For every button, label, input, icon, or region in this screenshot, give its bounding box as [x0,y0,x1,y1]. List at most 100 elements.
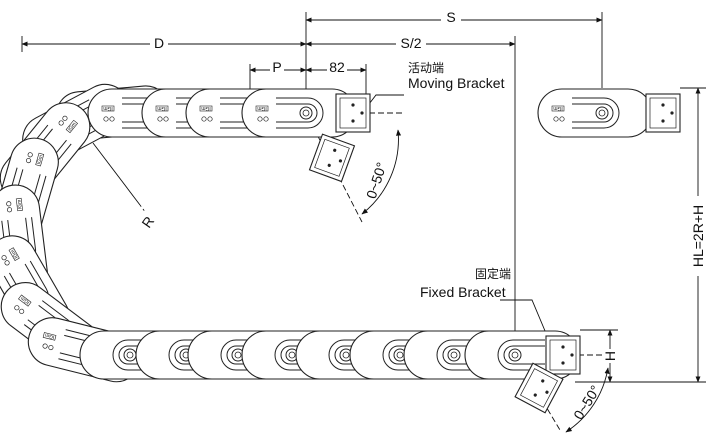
link-slot [174,345,216,365]
logo-mark: IGm [257,105,266,111]
rivet [6,207,13,213]
logo-mark: IGm [17,199,24,209]
rivet [6,201,12,207]
logo-mark: IGm [201,105,210,111]
pivot-hole [595,106,609,120]
link-slot-outer [436,339,484,371]
bracket-plate [335,93,371,133]
rivet [48,345,54,351]
rivet [4,260,10,266]
link-slot-outer [112,339,160,371]
pivot-pin [511,351,519,359]
pivot-pin [342,351,350,359]
link-slot [276,103,318,123]
dimension-lines [21,12,706,433]
bracket-hole [327,163,331,167]
chain-links: IGmIGmIGmIGmIGmIGmIGmIGmIGmIGmIGmIGmIGmI… [0,83,681,414]
rivet [553,116,559,122]
moving-bracket-tilted [308,133,356,183]
bracket-hole [661,103,665,107]
logo-mark-box [551,105,565,112]
dim-h-label: H [602,351,618,361]
pivot-hole [299,106,313,120]
rivet [1,255,7,261]
pivot-pin [234,351,242,359]
pivot-pin [126,351,134,359]
fixed-bracket-en: Fixed Bracket [420,284,506,300]
dim-s-half-label: S/2 [400,35,421,51]
logo-mark: IGm [44,332,55,340]
link-slot-outer [274,339,322,371]
logo-mark-box [15,197,23,212]
rivet [163,116,169,122]
link-slot-outer [572,97,620,129]
pivot-pin [288,351,296,359]
logo-mark-box [255,105,269,112]
logo-mark: IGm [103,105,112,111]
bracket-hole [561,361,565,365]
logo-mark-box [42,332,57,341]
dim-d-bg [150,34,168,50]
moving-bracket-cn: 活动端 [408,61,444,75]
logo-mark: IGm [36,154,44,165]
moving-bracket-en: Moving Bracket [408,75,505,91]
pivot-pin [302,109,310,117]
rivet [27,152,33,158]
dim-r-label: R [138,213,157,230]
link-slot-outer [168,339,216,371]
bracket-hole [333,148,337,152]
rivet [58,120,64,126]
rivet [257,116,263,122]
link-slot [388,345,430,365]
logo-mark-box [65,119,78,134]
link-slot [118,345,160,365]
angle-moving-label: 0~50° [363,160,390,200]
link-slot [572,103,614,123]
bracket-hole [351,119,355,123]
rivet [157,116,163,122]
end-bracket-top [645,93,681,133]
dim-hl-bg [690,196,706,276]
bracket-hole [661,119,665,123]
dim-s-bg [441,8,461,24]
link-slot-outer [328,339,376,371]
chain-link: IGm [537,88,653,138]
dim-p-label: P [272,59,281,75]
logo-mark: IGm [553,105,562,111]
bracket-hole [545,390,549,394]
rivet [19,308,25,314]
dim-h-bg [602,349,618,363]
logo-mark-box [8,247,20,262]
rivet [42,343,48,349]
dim-hl-label: HL=2R+H [690,205,706,267]
bracket-plate [645,93,681,133]
link-slot [503,345,545,365]
bracket-inner [549,339,577,371]
bracket-hole [570,353,574,357]
bracket-inner [520,368,559,408]
link-slot-outer [497,339,545,371]
link-slot-outer [276,97,324,129]
rivet [201,116,207,122]
dim-s-half-bg [396,34,426,50]
dim-s-text: S [446,9,455,25]
bracket-plate [514,362,564,414]
pivot-pin [396,351,404,359]
pivot-pin [450,351,458,359]
bracket-hole [541,379,545,383]
logo-mark: IGm [20,295,31,305]
link-plate [537,88,653,138]
pivot-hole [123,348,137,362]
bracket-hole [533,393,537,397]
logo-mark-box [199,105,213,112]
fixed-bracket [545,335,581,375]
link-slot [334,345,376,365]
chain-link: IGm [241,88,357,138]
pivot-hole [447,348,461,362]
pivot-hole [508,348,522,362]
rivet [62,115,68,121]
rivet [559,116,565,122]
rivet [207,116,213,122]
